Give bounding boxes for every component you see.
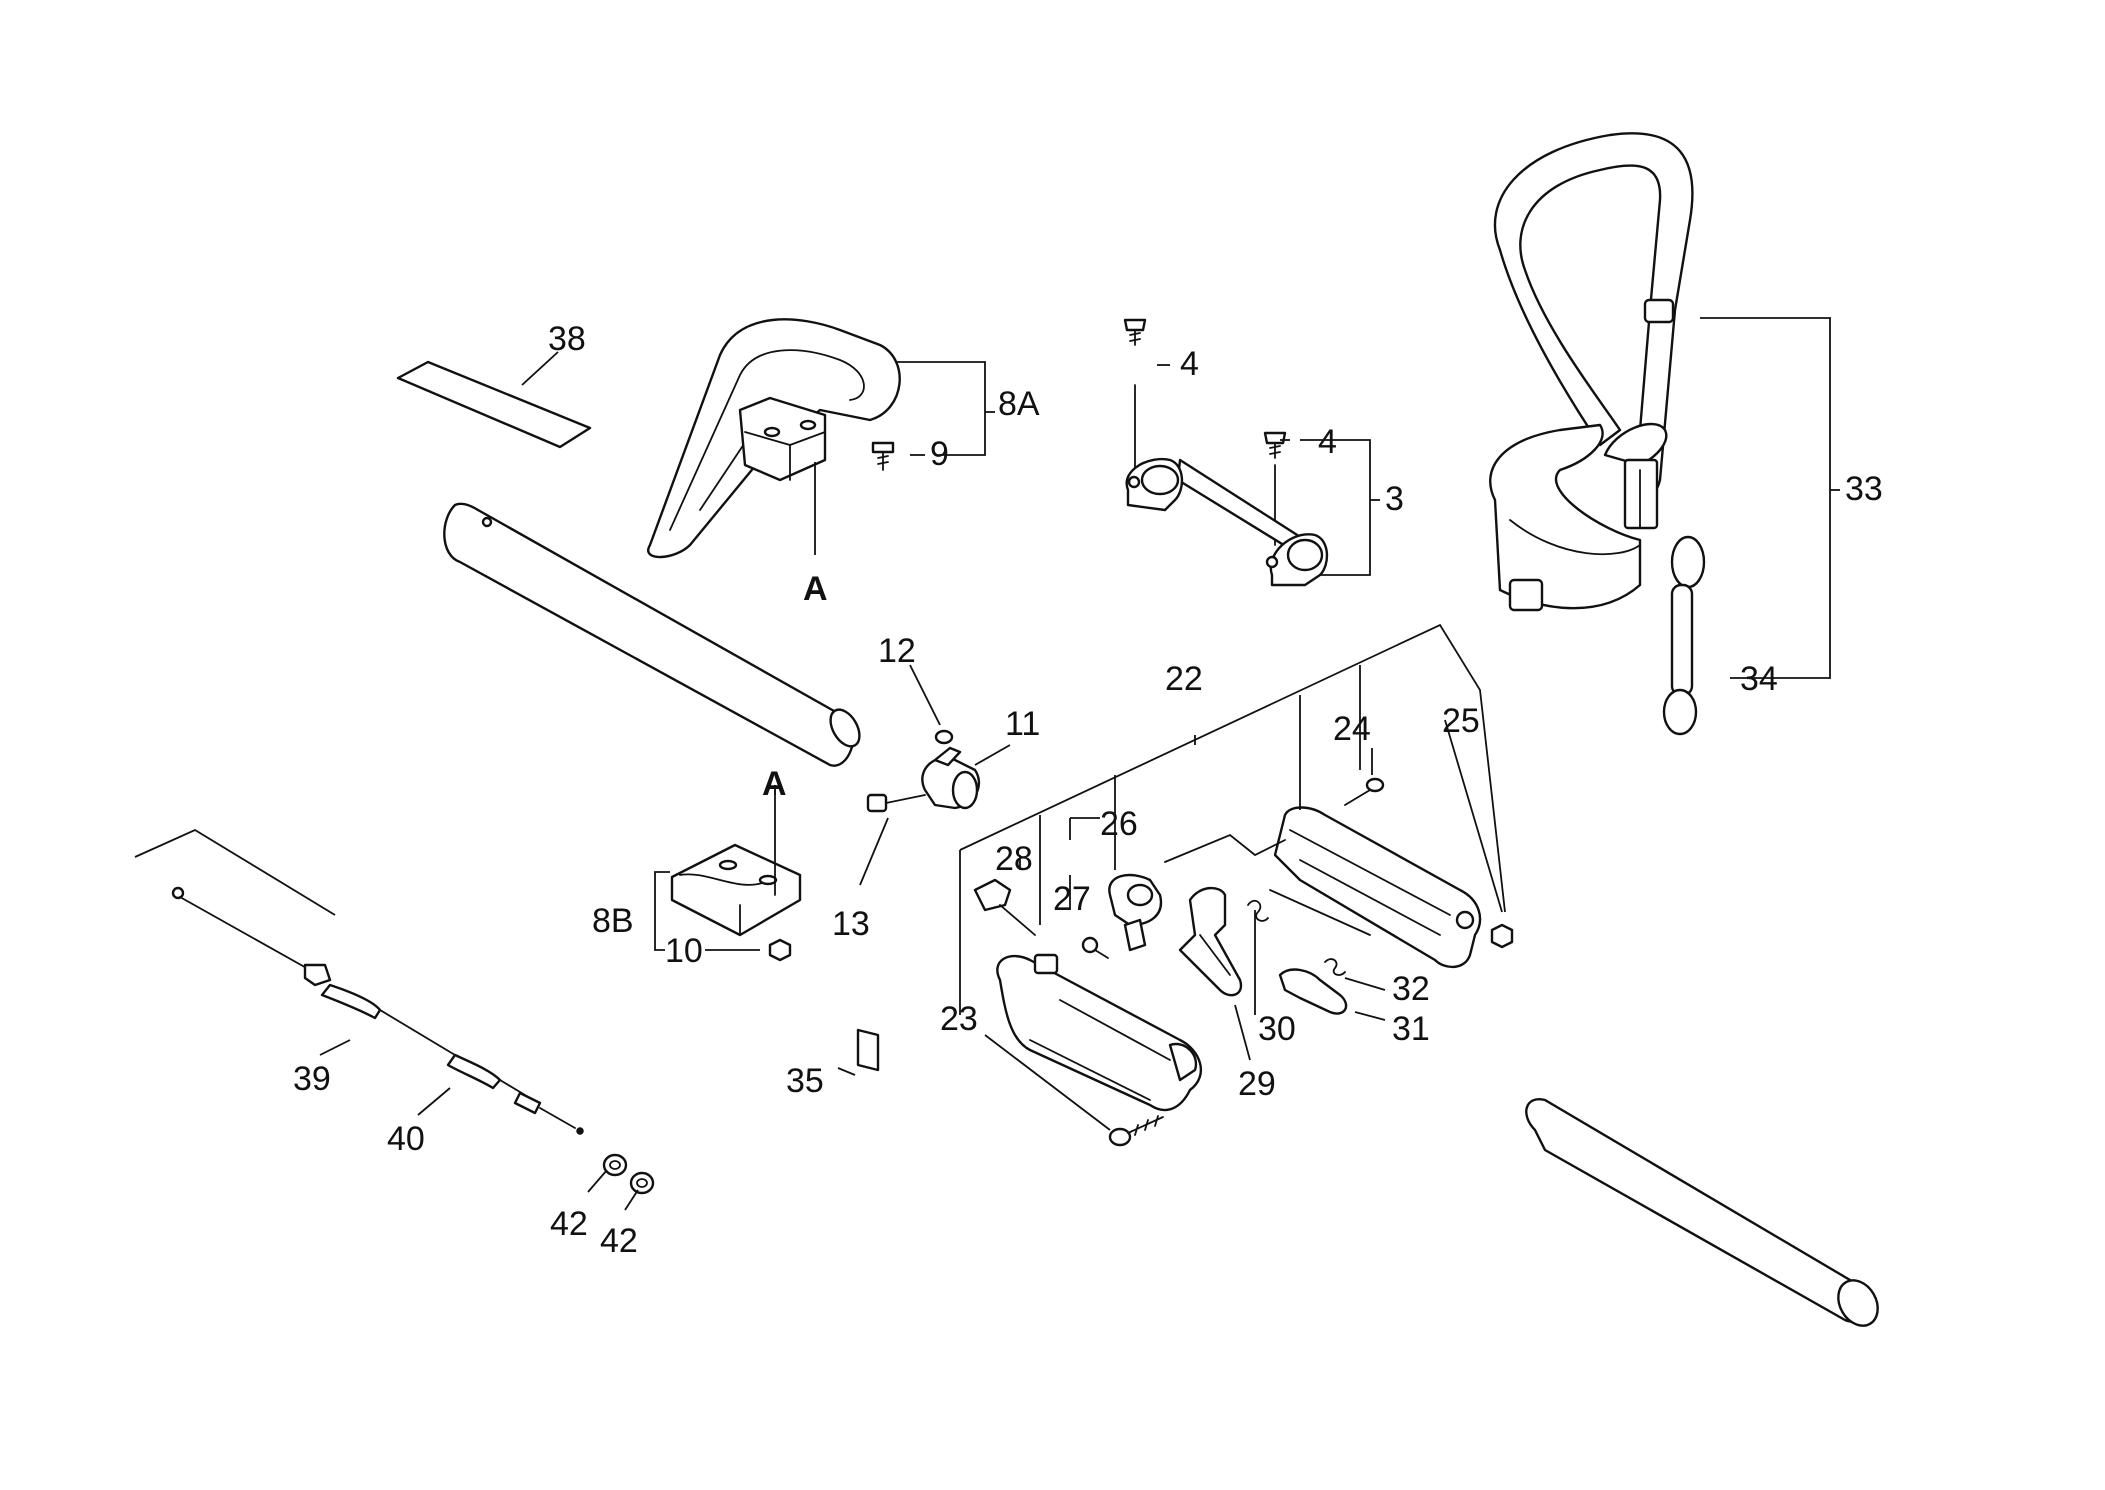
callout-35: 35 xyxy=(786,1062,824,1100)
spring-32 xyxy=(1324,958,1346,976)
callout-40: 40 xyxy=(387,1120,425,1158)
callout-labels: 38 8A 9 A 4 4 3 33 34 12 11 13 A 8B 10 2… xyxy=(293,320,1883,1260)
callout-3: 3 xyxy=(1385,480,1404,518)
callout-8B: 8B xyxy=(592,902,634,940)
throttle-trigger-29 xyxy=(1178,886,1243,997)
clamp-11 xyxy=(921,746,981,810)
callout-38: 38 xyxy=(548,320,586,358)
handle-housing-23 xyxy=(996,953,1202,1112)
callout-42-a: 42 xyxy=(550,1205,588,1243)
barrier-bar-3 xyxy=(1125,457,1329,587)
screw-4-upper xyxy=(1123,318,1147,471)
callout-A-top: A xyxy=(803,570,828,608)
clamp-26 xyxy=(1108,873,1163,952)
callout-25: 25 xyxy=(1442,702,1480,740)
nut-42-b xyxy=(629,1171,655,1195)
callout-9: 9 xyxy=(930,435,949,473)
switch-28 xyxy=(973,878,1036,936)
callout-8A: 8A xyxy=(998,385,1040,423)
callout-42-b: 42 xyxy=(600,1222,638,1260)
handle-clamp-8B xyxy=(670,789,802,937)
hook-chain-34 xyxy=(1662,535,1706,736)
callout-11: 11 xyxy=(1005,705,1040,743)
shoulder-harness-33 xyxy=(1489,132,1694,612)
callout-26: 26 xyxy=(1100,805,1138,843)
screw-9 xyxy=(871,441,895,471)
nut-42-a xyxy=(602,1153,628,1177)
callout-32: 32 xyxy=(1392,970,1430,1008)
leader-lines xyxy=(319,317,1840,1211)
callout-23: 23 xyxy=(940,1000,978,1038)
drive-tube-upper xyxy=(443,502,861,767)
callout-27: 27 xyxy=(1053,880,1091,918)
lever-31 xyxy=(1278,968,1348,1015)
callout-39: 39 xyxy=(293,1060,331,1098)
pin-12 xyxy=(934,729,954,745)
bolt-13 xyxy=(866,793,926,813)
handle-housing-22 xyxy=(1164,806,1482,969)
drive-tube-lower xyxy=(1525,1098,1879,1327)
callout-34: 34 xyxy=(1740,660,1778,698)
callout-30: 30 xyxy=(1258,1010,1296,1048)
decal-label-38 xyxy=(396,360,592,449)
spring-30 xyxy=(1247,899,1269,922)
callout-24: 24 xyxy=(1333,710,1371,748)
screw-24 xyxy=(1344,777,1385,806)
callout-4-upper: 4 xyxy=(1180,345,1199,383)
callout-33: 33 xyxy=(1845,470,1883,508)
callout-10: 10 xyxy=(665,932,703,970)
nut-25 xyxy=(1490,923,1514,949)
callout-28: 28 xyxy=(995,840,1033,878)
label-35 xyxy=(856,1028,880,1072)
long-screw-23 xyxy=(1108,1115,1164,1147)
callout-22: 22 xyxy=(1165,660,1203,698)
callout-A-bottom: A xyxy=(762,765,787,803)
nut-10 xyxy=(768,938,792,962)
throttle-cable-39-40 xyxy=(134,828,584,1135)
callout-31: 31 xyxy=(1392,1010,1430,1048)
callout-13: 13 xyxy=(832,905,870,943)
screw-27 xyxy=(1081,936,1109,959)
callout-29: 29 xyxy=(1238,1065,1276,1103)
loop-handle-8A xyxy=(647,318,901,559)
callout-4-lower: 4 xyxy=(1318,423,1337,461)
callout-12: 12 xyxy=(878,632,916,670)
